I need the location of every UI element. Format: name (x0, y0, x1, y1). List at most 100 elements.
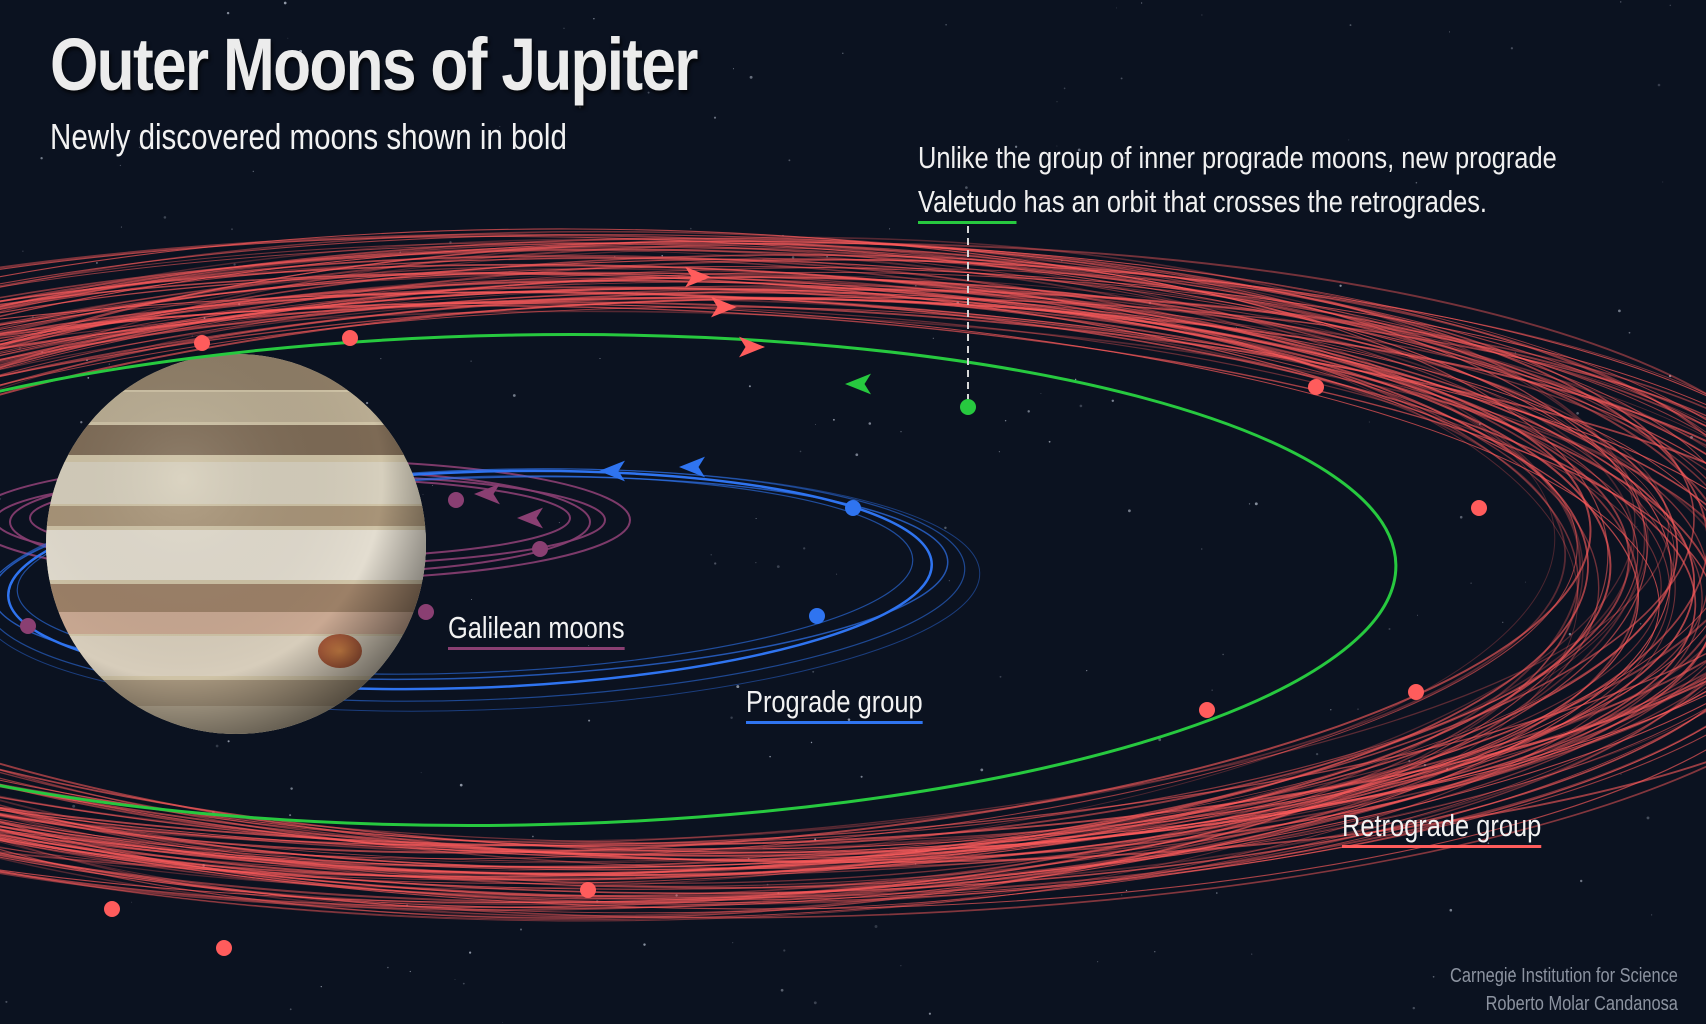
valetudo-moon (960, 399, 976, 415)
galilean-group-label: Galilean moons (448, 610, 625, 645)
retrograde-orbit (0, 310, 1706, 854)
retrograde-orbit (0, 254, 1695, 878)
star (832, 418, 835, 421)
star (233, 263, 236, 266)
star (287, 37, 289, 39)
star (449, 241, 452, 244)
star (948, 580, 950, 582)
valetudo-label: Valetudo (918, 184, 1017, 219)
star (769, 755, 771, 758)
star (714, 562, 717, 565)
star (499, 126, 501, 128)
star (1079, 404, 1083, 408)
moon-markers (20, 330, 1487, 956)
star (283, 1, 287, 5)
star (826, 255, 828, 258)
credits: Carnegie Institution for Science Roberto… (1450, 962, 1678, 1018)
star (1154, 951, 1156, 953)
retrograde-orbit (0, 263, 1696, 876)
star (432, 485, 434, 486)
star (462, 982, 465, 985)
star (131, 901, 133, 903)
star (791, 256, 795, 259)
retrograde-orbit (0, 265, 1600, 885)
star (965, 186, 968, 189)
star (1122, 156, 1126, 159)
star (1120, 77, 1123, 80)
star (783, 949, 786, 952)
star (493, 633, 496, 636)
star (399, 251, 402, 254)
star (1368, 421, 1370, 423)
star (387, 966, 389, 969)
retrograde-moon (342, 330, 358, 346)
retrograde-orbit (0, 258, 1706, 875)
star (945, 23, 947, 26)
retrograde-orbit (0, 267, 1706, 889)
star (1646, 816, 1650, 820)
retrograde-orbit (0, 245, 1706, 904)
star (1415, 181, 1418, 184)
retrograde-orbit (0, 271, 1706, 884)
star (252, 170, 254, 173)
star (900, 431, 902, 433)
star (1216, 892, 1218, 894)
retrograde-orbit (0, 291, 1639, 845)
star (803, 547, 806, 550)
star (1408, 760, 1411, 762)
retrograde-arrow (711, 296, 737, 318)
star (138, 146, 140, 148)
retrograde-orbit (0, 230, 1706, 906)
galilean-moon (418, 604, 434, 620)
star (1125, 889, 1128, 892)
star (1315, 752, 1319, 756)
star (203, 317, 206, 319)
star (578, 106, 582, 109)
star (454, 978, 456, 980)
star (1211, 689, 1213, 691)
jupiter-planet (46, 354, 426, 734)
valetudo-orbit (0, 333, 1398, 827)
star (422, 494, 424, 495)
star (776, 565, 780, 568)
star (95, 261, 98, 264)
star (1524, 581, 1526, 583)
star (1669, 4, 1671, 6)
retrograde-orbit (0, 275, 1649, 879)
star (1618, 309, 1621, 313)
star (1512, 969, 1514, 972)
star (1470, 582, 1472, 584)
star (736, 685, 740, 689)
star (227, 740, 230, 743)
star (87, 376, 90, 379)
star (588, 645, 590, 647)
star (41, 351, 44, 354)
retrograde-orbit (0, 228, 1672, 909)
star (1201, 548, 1203, 550)
retrograde-orbit (0, 247, 1636, 890)
star (0, 498, 2, 500)
star (1339, 284, 1342, 287)
prograde-orbit (16, 475, 914, 675)
star (780, 988, 784, 992)
star (842, 52, 844, 55)
retrograde-orbit (0, 302, 1660, 850)
star (1449, 908, 1453, 912)
retrograde-orbit (0, 240, 1706, 921)
star (860, 775, 863, 778)
retrograde-orbit (0, 258, 1706, 904)
star (1357, 708, 1359, 710)
star (689, 227, 692, 230)
star (1348, 139, 1350, 141)
star (299, 49, 303, 53)
star (1639, 623, 1642, 625)
prograde-arrow (599, 460, 625, 482)
star (420, 772, 422, 774)
star (1248, 503, 1251, 505)
retrograde-arrow (739, 336, 765, 358)
star (732, 68, 735, 70)
star (1487, 842, 1490, 845)
star (1014, 145, 1018, 148)
retrograde-moon (1199, 702, 1215, 718)
star (900, 965, 902, 967)
